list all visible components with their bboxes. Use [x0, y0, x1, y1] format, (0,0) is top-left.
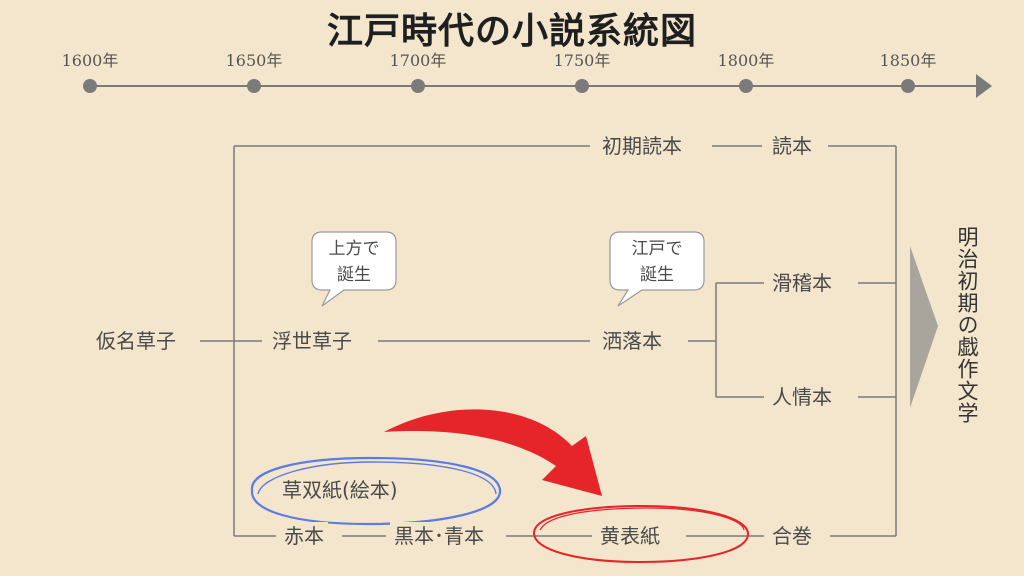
timeline-tick-1800 — [739, 79, 753, 93]
node-gokan: 合巻 — [768, 522, 816, 550]
year-label-1750: 1750年 — [553, 51, 611, 70]
bubble-kamigata-line-1: 上方で — [328, 239, 380, 259]
bubble-edo-line-1: 江戸で — [631, 239, 683, 259]
node-meiji-gesaku: 明治初期の戯作文学 — [955, 226, 979, 424]
node-sharebon: 洒落本 — [598, 327, 666, 355]
year-label-1700: 1700年 — [389, 51, 447, 70]
node-kibyoshi: 黄表紙 — [600, 524, 660, 548]
bubble-kamigata-shape — [311, 231, 397, 307]
diagram-title: 江戸時代の小説系統図 — [326, 10, 697, 52]
timeline-tick-1850 — [901, 79, 915, 93]
node-kanazoshi: 仮名草子 — [92, 327, 180, 355]
timeline-tick-1750 — [575, 79, 589, 93]
year-label-1850: 1850年 — [879, 51, 937, 70]
red-circle-shape — [532, 504, 750, 564]
bubble-edo: 江戸で 誕生 — [611, 236, 703, 288]
node-yomihon: 読本 — [768, 132, 816, 160]
node-shoki-yomihon: 初期読本 — [598, 132, 686, 160]
bubble-kamigata-line-2: 誕生 — [337, 265, 371, 285]
node-akahon: 赤本 — [280, 522, 328, 550]
node-ninjobon: 人情本 — [768, 383, 836, 411]
year-label-1650: 1650年 — [225, 51, 283, 70]
timeline-tick-1600 — [83, 79, 97, 93]
bubble-edo-line-2: 誕生 — [640, 265, 674, 285]
node-ukiyozoshi: 浮世草子 — [268, 327, 356, 355]
year-label-1800: 1800年 — [717, 51, 775, 70]
year-label-1600: 1600年 — [61, 51, 119, 70]
node-kusazoshi: 草双紙(絵本) — [282, 478, 398, 502]
timeline-tick-1650 — [247, 79, 261, 93]
node-kokkeibon: 滑稽本 — [768, 269, 836, 297]
big-arrow-shape — [910, 246, 938, 408]
node-kurohon-aohon: 黒本･青本 — [390, 522, 488, 550]
red-curved-arrow-shape — [384, 409, 602, 496]
bubble-kamigata: 上方で 誕生 — [308, 236, 400, 288]
blue-circle-shape — [250, 456, 502, 526]
bubble-edo-shape — [609, 231, 705, 307]
timeline-tick-1700 — [411, 79, 425, 93]
timeline-arrowhead — [976, 74, 992, 98]
